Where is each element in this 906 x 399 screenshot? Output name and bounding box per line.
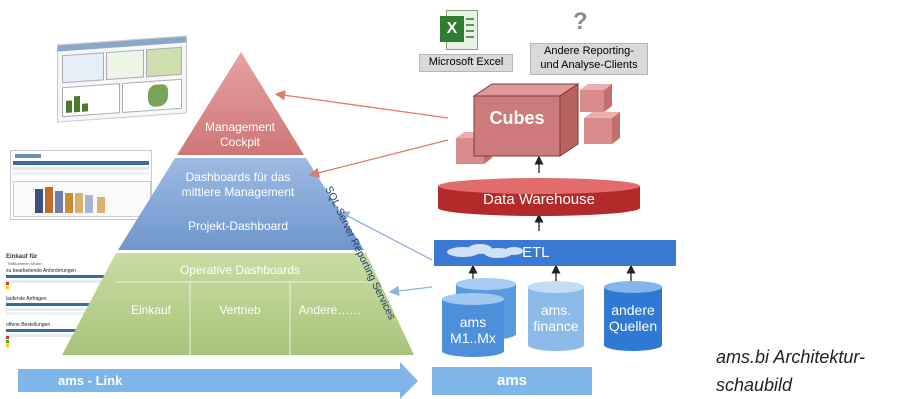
cloud-icon [447,244,523,258]
user-line: Willkommen Müller [8,261,42,266]
arrow-cubes-to-cockpit [274,90,449,119]
pyramid-top-tier [177,52,304,155]
vertrieb-label: Vertrieb [219,303,261,317]
arrow-sources-to-operative [388,285,433,297]
cubes-graphic [456,83,620,164]
section-heading-1: zu bearbeitende Anforderungen [6,268,77,274]
andere-label: Andere…… [298,303,362,317]
source-label-finance: ams.finance [533,302,579,334]
ams-m1-mx-cylinders [442,278,516,357]
andere-quellen-cylinder [604,281,662,351]
projekt-dashboard-label: Projekt-Dashboard [187,219,289,233]
pyramid-middle-tier [118,158,364,250]
einkauf-label: Einkauf [130,303,172,317]
ams-label: ams [496,372,528,389]
project-dashboard-screenshot [10,150,152,220]
etl-label: ETL [522,244,550,261]
arrow-etl-to-reporting [338,211,433,261]
ams-bar [432,367,592,395]
question-mark-icon: ? [573,8,588,35]
arrow-cubes-to-dashboard [308,139,449,178]
operative-dashboards-label: Operative Dashboards [179,263,301,277]
data-warehouse-label: Data Warehouse [482,191,595,208]
section-heading-3: offene Bestellungen [6,322,51,328]
excel-icon: X [440,10,480,50]
section-heading-2: laufende Anfragen [6,296,47,302]
other-clients-box: Andere Reporting-und Analyse-Clients [530,43,648,75]
ams-link-label: ams - Link [58,373,123,388]
ams-link-arrow [18,362,418,399]
einkauf-heading: Einkauf für [6,254,38,260]
caption: ams.bi Architektur-schaubild [716,347,866,395]
data-warehouse-cylinder [438,178,640,216]
microsoft-excel-box: Microsoft Excel [419,54,513,72]
pyramid-bottom-tier [62,253,414,355]
cubes-label: Cubes [489,108,545,128]
ams-finance-cylinder [528,281,584,351]
